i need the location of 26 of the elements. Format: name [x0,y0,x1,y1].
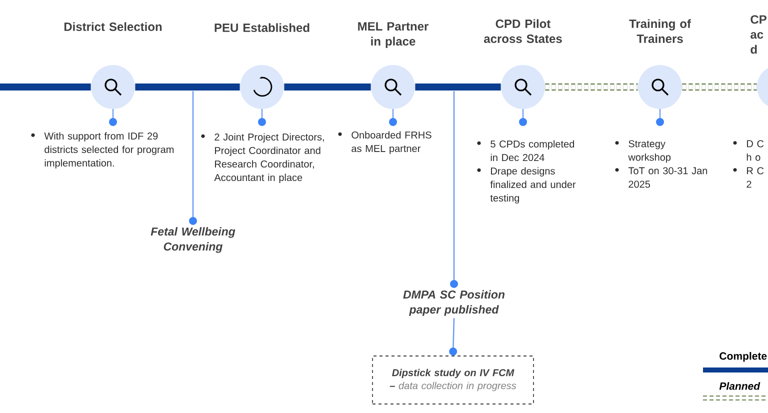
milestone-heading: CPD Pilot across States [484,19,562,43]
bullet-list: With support from IDF 29 districts selected for program implementation. [31,132,174,169]
planned-timeline [545,84,638,90]
milestone-heading: District Selection [64,22,162,31]
planned-timeline [682,84,757,90]
connector-line [449,318,458,356]
milestone-heading: Training of Trainers [629,19,692,43]
connector-line [450,91,458,288]
legend-item: Planned [703,382,768,400]
bullet-list: 2 Joint Project Directors, Project Coordinator and Research Coordinator, Accountant in place [201,133,324,184]
connector-line [189,91,197,225]
timeline-bar [415,84,501,90]
milestone-heading: CP ac d [750,15,766,54]
timeline-bar [0,84,91,90]
bullet-list: Onboarded FRHS as MEL partner [338,131,432,154]
event-label: DMPA SC Position paper published [403,290,505,316]
timeline-bar [135,84,240,90]
legend-item: Complete [703,352,768,372]
milestone-heading: MEL Partner in place [358,22,428,48]
event-label: Fetal Wellbeing Convening [150,227,236,253]
bullet-list: Strategy workshop ToT on 30-31 Jan 2025 [615,140,708,188]
milestone-heading: PEU Established [214,23,310,32]
timeline-bar [284,84,371,90]
bullet-list: 5 CPDs completed in Dec 2024 Drape designs finalized and under testing [477,140,576,204]
bullet-list: D C h o R C 2 [733,140,764,188]
dashed-box: Dipstick study on IV FCM – data collection in progress [372,356,534,404]
